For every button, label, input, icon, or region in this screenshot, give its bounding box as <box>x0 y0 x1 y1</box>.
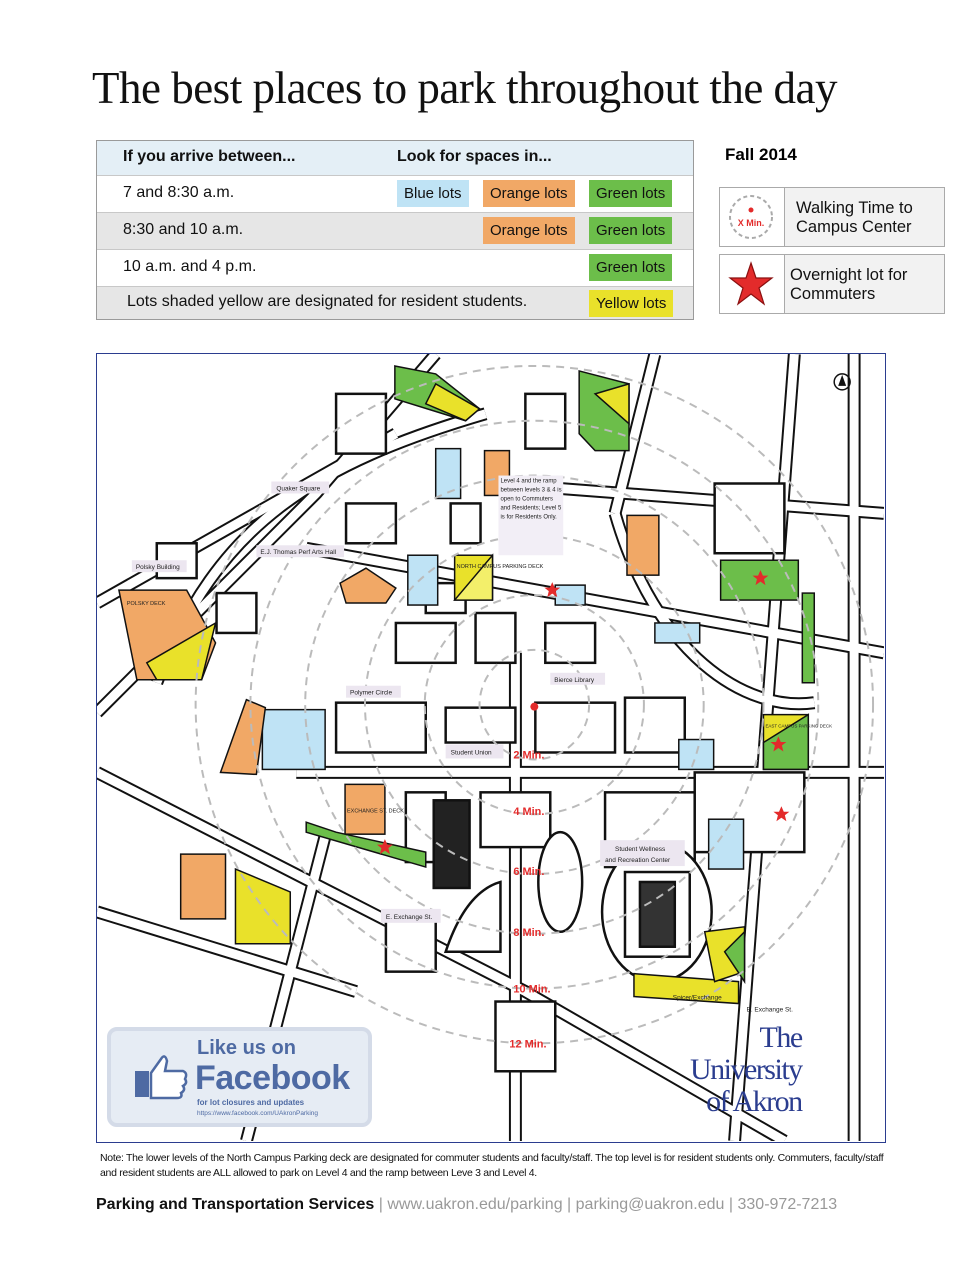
logo-line2: University <box>690 1053 803 1086</box>
label-esd: EXCHANGE ST. DECK <box>347 808 404 814</box>
table-row: 7 and 8:30 a.m. Blue lots Orange lots Gr… <box>97 175 693 212</box>
campus-map[interactable]: 2 Min. 4 Min. 6 Min. 8 Min. 10 Min. 12 M… <box>92 349 886 1147</box>
north-arrow-icon <box>833 373 851 391</box>
row-time: 8:30 and 10 a.m. <box>123 221 244 238</box>
label-spicer: Spicer/Exchange <box>673 995 722 1002</box>
label-ncpd: NORTH CAMPUS PARKING DECK <box>457 564 544 570</box>
label-ecpd: EAST CAMPUS PARKING DECK <box>765 724 832 729</box>
deck-note-footer: Note: The lower levels of the North Camp… <box>100 1152 884 1179</box>
footer-phone: 330-972-7213 <box>737 1196 838 1213</box>
season-label: Fall 2014 <box>725 145 797 164</box>
facebook-url[interactable]: https://www.facebook.com/UAkronParking <box>197 1110 319 1117</box>
table-header: If you arrive between... Look for spaces… <box>97 141 693 175</box>
label-wellness2: and Recreation Center <box>605 857 671 864</box>
deck-note: Level 4 and the ramp between levels 3 & … <box>500 478 562 521</box>
facebook-line3: for lot closures and updates <box>197 1098 305 1107</box>
label-bierce: Bierce Library <box>554 677 595 684</box>
footer-org: Parking and Transportation Services <box>96 1196 375 1213</box>
walk-2min: 2 Min. <box>513 749 544 761</box>
campus-center-marker <box>530 702 539 711</box>
label-pd: POLSKY DECK <box>127 601 166 607</box>
star-icon <box>544 582 561 598</box>
star-icon <box>770 736 787 752</box>
label-exchange2: E. Exchange St. <box>747 1006 794 1013</box>
green-lots-chip: Green lots <box>589 217 673 244</box>
page-title: The best places to park throughout the d… <box>92 63 838 113</box>
star-icon <box>752 570 769 586</box>
university-logo: The University of Akron <box>690 1021 804 1118</box>
legend-overnight-text: Overnight lot for Commuters <box>790 266 908 303</box>
facebook-line2: Facebook <box>195 1059 350 1097</box>
table-row: 10 a.m. and 4 p.m. Green lots <box>97 249 693 286</box>
walk-12min: 12 Min. <box>509 1038 546 1050</box>
walking-circle-icon: X Min. <box>720 188 785 246</box>
label-quaker: Quaker Square <box>276 485 320 492</box>
thumbs-up-icon <box>135 1055 188 1100</box>
parking-lots <box>118 365 816 1005</box>
label-polsky: Polsky Building <box>136 564 180 571</box>
table-row: Lots shaded yellow are designated for re… <box>97 286 693 319</box>
walk-8min: 8 Min. <box>513 927 544 939</box>
label-exchange: E. Exchange St. <box>386 914 433 921</box>
star-icon <box>720 255 785 313</box>
buildings <box>155 392 806 1073</box>
walk-10min: 10 Min. <box>513 984 550 996</box>
label-polymer: Polymer Circle <box>350 690 392 697</box>
overnight-stars <box>376 570 790 855</box>
label-wellness1: Student Wellness <box>615 846 665 853</box>
footer-separator: | <box>728 1196 738 1213</box>
row-time: 10 a.m. and 4 p.m. <box>123 258 257 275</box>
star-icon <box>376 839 393 855</box>
row-time: 7 and 8:30 a.m. <box>123 184 235 201</box>
map-labels: Quaker Square E.J. Thomas Perf Arts Hall… <box>127 475 832 1013</box>
footer-url[interactable]: www.uakron.edu/parking <box>387 1196 563 1213</box>
facebook-banner[interactable]: Like us on Facebook for lot closures and… <box>107 1027 372 1127</box>
green-lots-chip: Green lots <box>589 180 673 207</box>
legend-walking-text: Walking Time to Campus Center <box>796 199 913 236</box>
orange-lots-chip: Orange lots <box>483 180 575 207</box>
header-arrive: If you arrive between... <box>123 148 296 165</box>
walking-time-labels: 2 Min. 4 Min. 6 Min. 8 Min. 10 Min. 12 M… <box>509 749 550 1050</box>
legend-walking: X Min. Walking Time to Campus Center <box>719 187 945 247</box>
star-icon <box>773 806 790 822</box>
footer-email[interactable]: parking@uakron.edu <box>575 1196 725 1213</box>
table-row: 8:30 and 10 a.m. Orange lots Green lots <box>97 212 693 249</box>
header-look: Look for spaces in... <box>397 148 552 165</box>
green-lots-chip: Green lots <box>589 254 673 281</box>
walk-4min: 4 Min. <box>513 806 544 818</box>
footer-separator: | <box>378 1196 388 1213</box>
label-union: Student Union <box>451 749 492 756</box>
yellow-lots-chip: Yellow lots <box>589 290 674 317</box>
footer-separator: | <box>567 1196 576 1213</box>
walk-6min: 6 Min. <box>513 866 544 878</box>
orange-lots-chip: Orange lots <box>483 217 575 244</box>
arrival-table: If you arrive between... Look for spaces… <box>96 140 694 320</box>
logo-line1: The <box>759 1021 804 1054</box>
row-note: Lots shaded yellow are designated for re… <box>127 293 528 310</box>
logo-line3: of Akron <box>706 1085 803 1118</box>
facebook-line1: Like us on <box>197 1037 296 1059</box>
walking-icon-text: X Min. <box>738 218 765 228</box>
footer: Parking and Transportation Services | ww… <box>96 1196 837 1214</box>
blue-lots-chip: Blue lots <box>397 180 469 207</box>
legend-overnight: Overnight lot for Commuters <box>719 254 945 314</box>
label-ej: E.J. Thomas Perf Arts Hall <box>260 549 336 556</box>
